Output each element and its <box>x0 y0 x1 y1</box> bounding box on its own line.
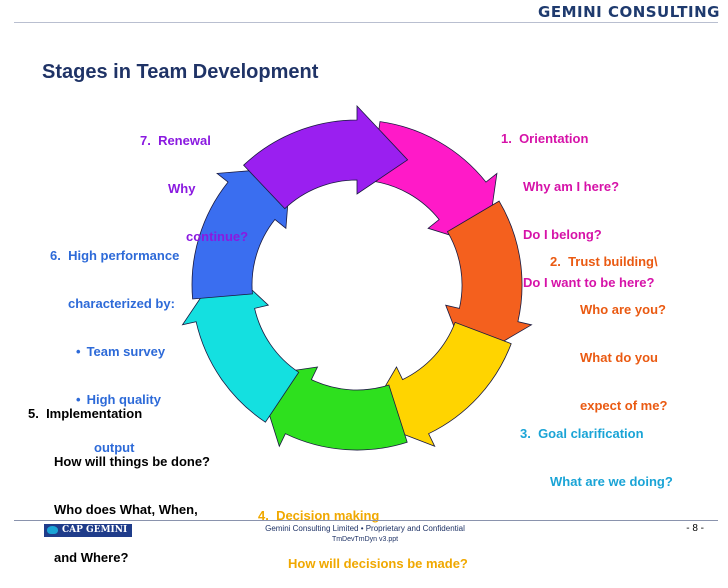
stage-7-label: 7. Renewal Why continue? <box>140 101 248 261</box>
stage-2-label: 2. Trust building\ Who are you? What do … <box>550 222 667 430</box>
stage-5-heading: 5. Implementation <box>28 406 143 421</box>
footer-filename: TmDevTmDyn v3.ppt <box>331 536 399 543</box>
stage-6-bullet-1: Team survey <box>50 344 179 360</box>
page-title: Stages in Team Development <box>42 61 319 83</box>
stage-3-line-1: What are we doing? <box>550 474 673 489</box>
stage-7-line-2: continue? <box>186 229 249 244</box>
cap-gemini-logo: CAP GEMINI <box>44 524 133 537</box>
stage-5-label: 5. Implementation How will things be don… <box>28 374 210 582</box>
header-rule <box>14 22 718 23</box>
footer-text: Gemini Consulting Limited • Proprietary … <box>265 524 465 533</box>
stage-4-line-1: How will decisions be made? <box>288 556 468 571</box>
stage-5-line-2: Who does What, When, <box>54 502 198 517</box>
team-development-cycle <box>181 104 533 451</box>
page-number: - 8 - <box>686 523 704 534</box>
stage-2-line-1: Who are you? <box>580 302 666 317</box>
stage-1-label: 1. Orientation Why am I here? Do I belon… <box>501 99 654 307</box>
stage-1-heading: 1. Orientation <box>501 131 589 146</box>
footer-rule <box>14 520 718 521</box>
stage-3-label: 3. Goal clarification What are we doing? <box>520 394 673 506</box>
stage-6-heading: 6. High performance <box>50 248 180 263</box>
cycle-arrow-stage-7 <box>243 104 409 210</box>
stage-6-line-1: characterized by: <box>68 296 175 311</box>
stage-7-line-1: Why <box>168 181 196 196</box>
stage-4-heading: 4. Decision making <box>258 508 380 523</box>
stage-5-line-3: and Where? <box>54 550 129 565</box>
brand-logo: GEMINI CONSULTING <box>538 3 720 21</box>
stage-1-line-2: Do I belong? <box>523 227 602 242</box>
stage-5-line-1: How will things be done? <box>54 454 210 469</box>
stage-1-line-1: Why am I here? <box>523 179 620 194</box>
stage-2-line-3: expect of me? <box>580 398 668 413</box>
stage-2-heading: 2. Trust building\ <box>550 254 658 269</box>
stage-7-heading: 7. Renewal <box>140 133 211 148</box>
stage-2-line-2: What do you <box>580 350 658 365</box>
gemini-logo-icon <box>47 526 58 534</box>
logo-text: CAP GEMINI <box>62 525 128 535</box>
stage-1-line-3: Do I want to be here? <box>523 275 655 290</box>
stage-6-label: 6. High performance characterized by: Te… <box>50 216 179 472</box>
stage-6-tail: output <box>94 440 135 455</box>
stage-3-heading: 3. Goal clarification <box>520 426 644 441</box>
stage-6-bullet-2: High quality <box>50 392 179 408</box>
